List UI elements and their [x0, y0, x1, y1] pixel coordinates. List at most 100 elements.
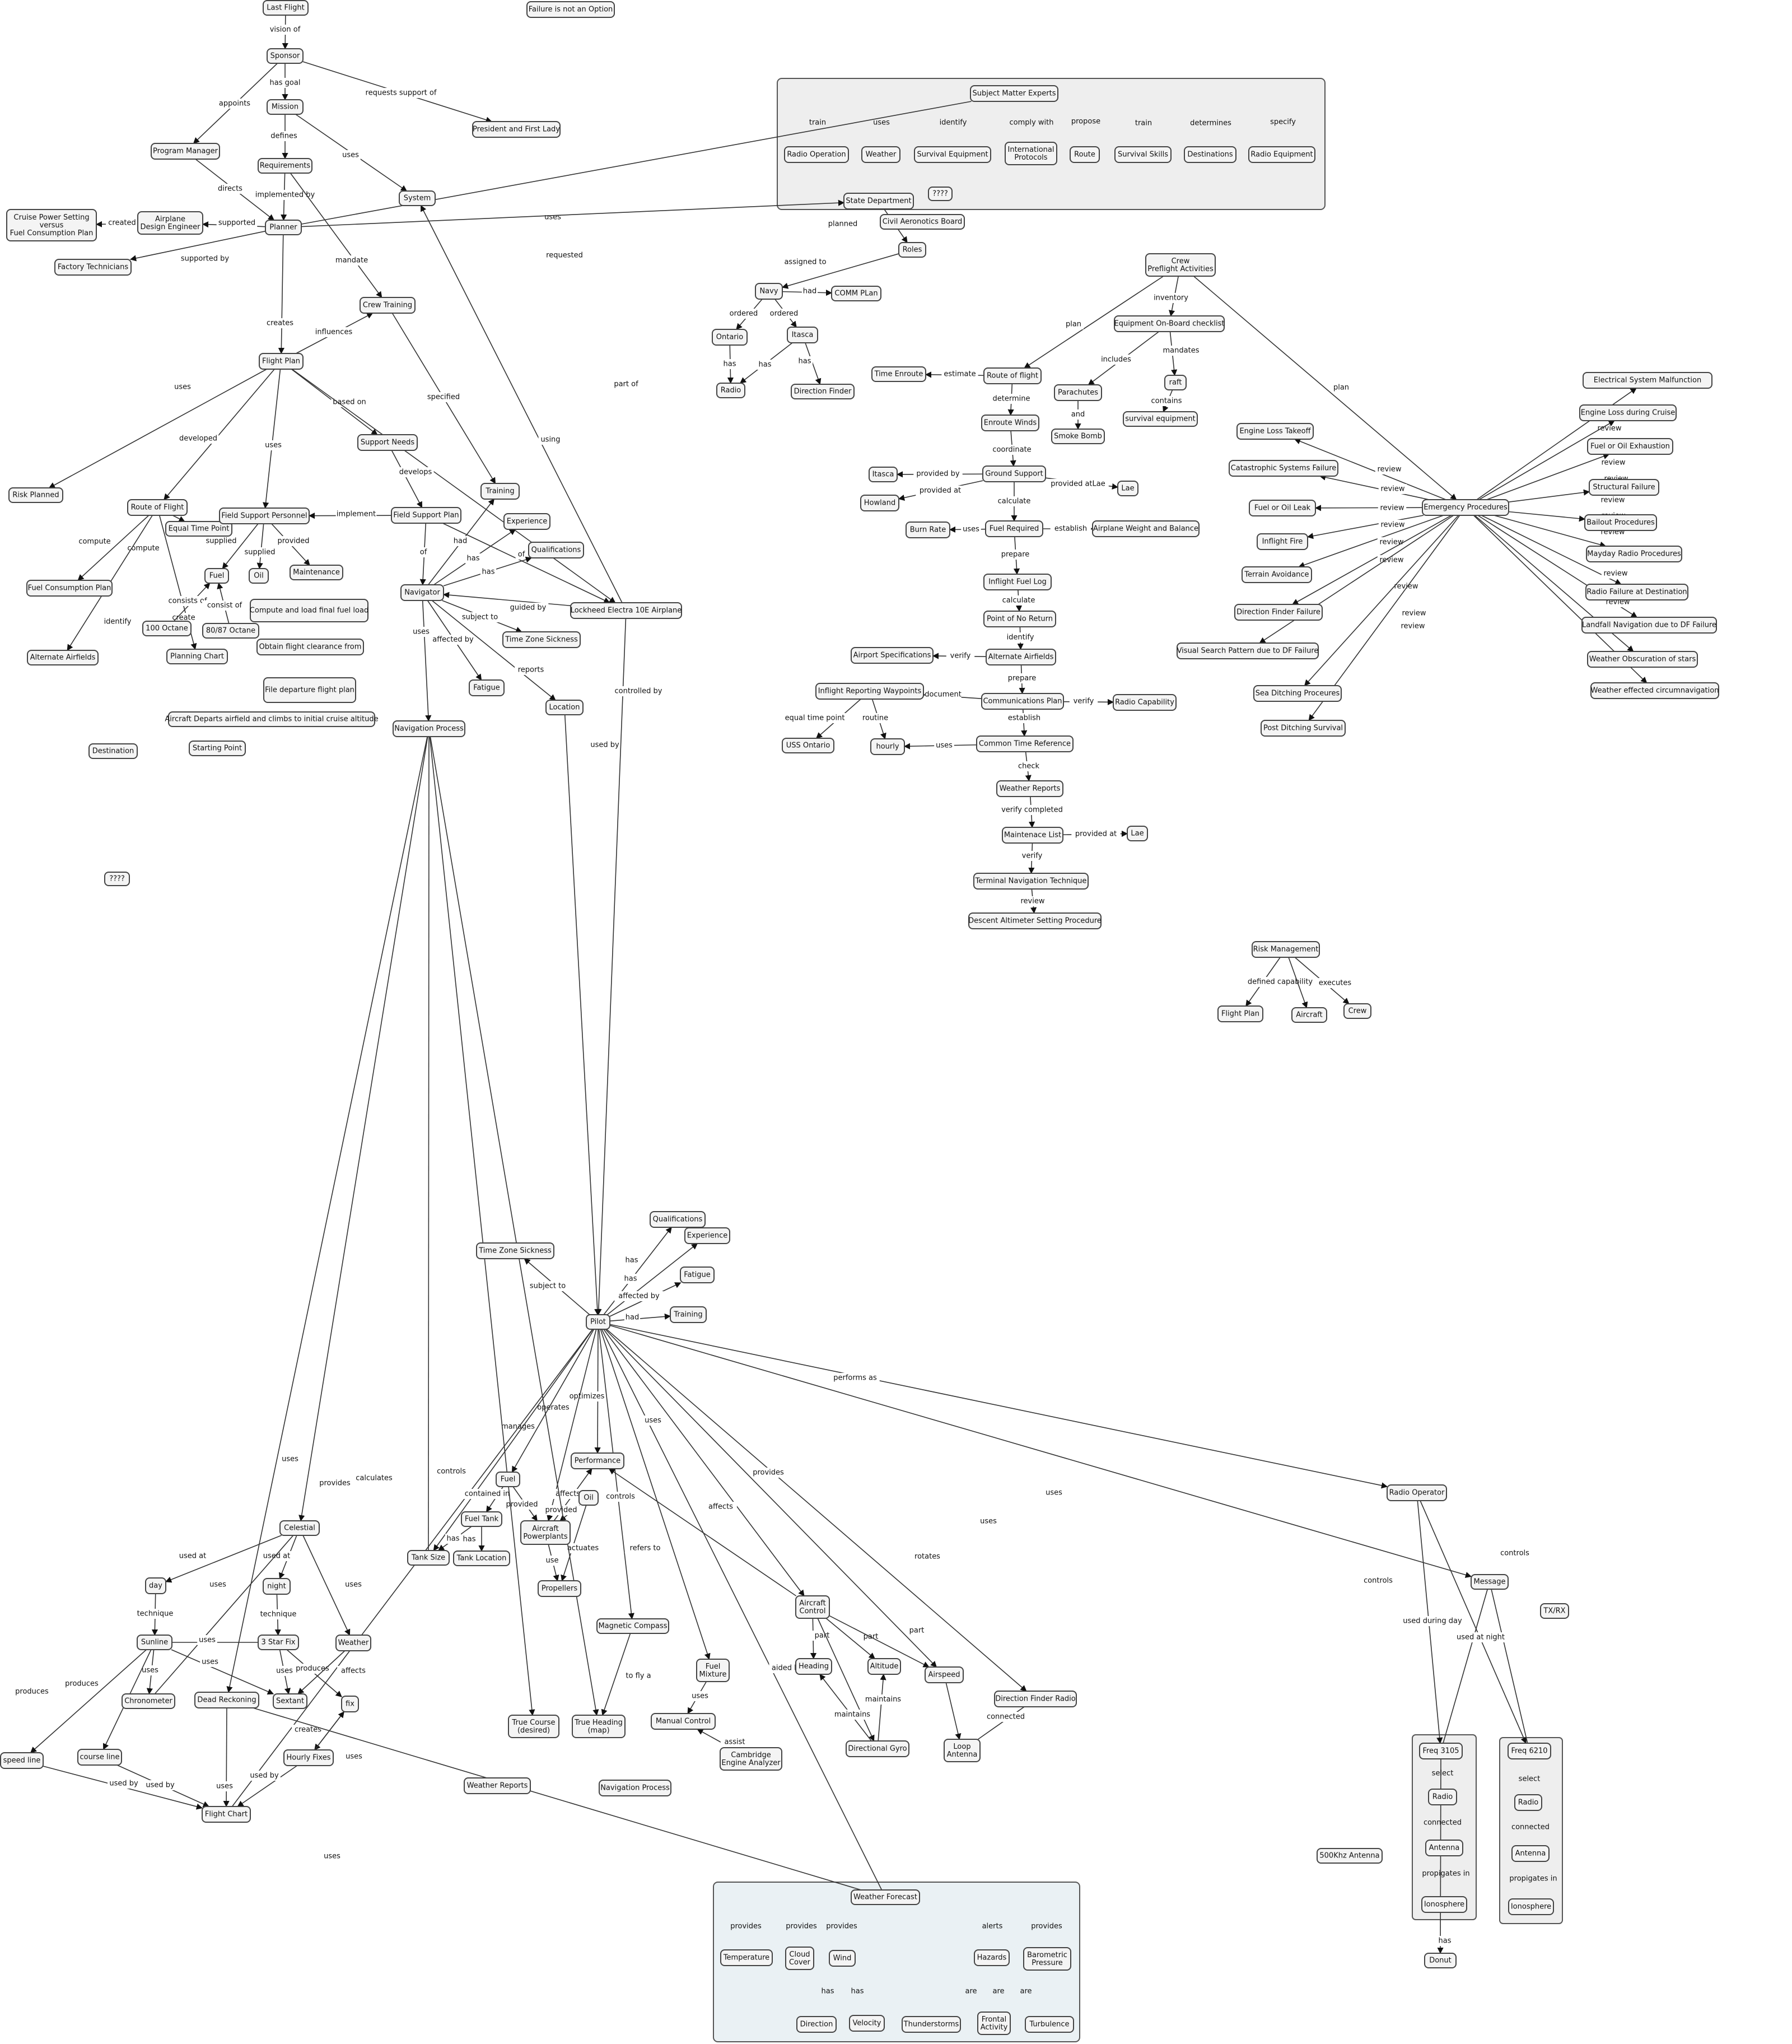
node-itasca-c[interactable]: Itasca [869, 467, 898, 482]
node-sponsor[interactable]: Sponsor [267, 48, 304, 64]
node-survival-skills[interactable]: Survival Skills [1114, 146, 1172, 163]
node-altitude[interactable]: Altitude [867, 1658, 901, 1675]
node-inflight-waypoints[interactable]: Inflight Reporting Waypoints [815, 683, 924, 700]
node-magnetic-compass[interactable]: Magnetic Compass [596, 1618, 669, 1634]
node-fuel-p[interactable]: Fuel [496, 1472, 520, 1487]
node-weather-g[interactable]: Weather [861, 146, 900, 163]
node-e-inflight-fire[interactable]: Inflight Fire [1257, 533, 1308, 550]
node-comm-plan-c[interactable]: Communications Plan [981, 693, 1064, 710]
node-compute-load[interactable]: Compute and load final fuel load [250, 599, 368, 622]
node-fatigue-p[interactable]: Fatigue [680, 1267, 715, 1283]
node-fatigue-n[interactable]: Fatigue [469, 679, 505, 696]
node-ionosphere-f2[interactable]: Ionosphere [1508, 1898, 1554, 1915]
node-support-needs[interactable]: Support Needs [357, 434, 418, 451]
node-burn-rate[interactable]: Burn Rate [906, 522, 950, 538]
node-airport-specs[interactable]: Airport Specifications [851, 647, 934, 664]
node-itasca-top[interactable]: Itasca [787, 327, 818, 343]
node-flight-chart[interactable]: Flight Chart [202, 1806, 251, 1823]
node-qualifications-p[interactable]: Qualifications [650, 1211, 706, 1228]
node-radio-f1[interactable]: Radio [1428, 1789, 1457, 1805]
node-fuel-l[interactable]: Fuel [204, 568, 229, 584]
node-thunderstorms[interactable]: Thunderstorms [902, 2016, 961, 2033]
node-day[interactable]: day [145, 1577, 166, 1594]
node-e-radio-failure[interactable]: Radio Failure at Destination [1585, 584, 1688, 600]
node-crew-r[interactable]: Crew [1343, 1003, 1371, 1019]
node-maintenance[interactable]: Maintenance [290, 565, 343, 580]
node-parachutes[interactable]: Parachutes [1054, 384, 1102, 401]
node-e-df-failure[interactable]: Direction Finder Failure [1234, 604, 1323, 621]
node-hazards[interactable]: Hazards [974, 1949, 1010, 1966]
node-radio-equipment[interactable]: Radio Equipment [1248, 146, 1315, 163]
node-weather-cel[interactable]: Weather [335, 1635, 371, 1651]
node-radio-capability[interactable]: Radio Capability [1113, 694, 1177, 711]
node-wind[interactable]: Wind [829, 1950, 856, 1967]
node-antenna500[interactable]: 500Khz Antenna [1317, 1848, 1383, 1864]
node-lae-c2[interactable]: Lae [1127, 826, 1148, 841]
node-df-radio[interactable]: Direction Finder Radio [994, 1691, 1077, 1707]
node-e-bailout[interactable]: Bailout Procedures [1584, 514, 1657, 531]
node-destinations-g[interactable]: Destinations [1184, 146, 1236, 163]
node-octane100[interactable]: 100 Octane [142, 621, 192, 636]
node-night[interactable]: night [263, 1578, 291, 1595]
node-aircraft-r[interactable]: Aircraft [1291, 1007, 1327, 1023]
node-course-line[interactable]: course line [77, 1749, 122, 1766]
node-tank-location[interactable]: Tank Location [453, 1551, 510, 1566]
node-flight-plan-r[interactable]: Flight Plan [1217, 1005, 1263, 1022]
node-true-heading[interactable]: True Heading(map) [572, 1715, 626, 1738]
node-temperature[interactable]: Temperature [720, 1949, 773, 1966]
node-point-no-return[interactable]: Point of No Return [983, 611, 1056, 627]
node-e-mayday[interactable]: Mayday Radio Procedures [1586, 546, 1682, 562]
node-qualifications-n[interactable]: Qualifications [528, 542, 584, 558]
node-e-engine-cruise[interactable]: Engine Loss during Cruise [1579, 404, 1677, 421]
node-raft[interactable]: raft [1164, 375, 1187, 390]
node-ionosphere-f1[interactable]: Ionosphere [1421, 1896, 1467, 1913]
node-equipment-checklist[interactable]: Equipment On-Board checklist [1114, 315, 1225, 332]
node-e-visual-search[interactable]: Visual Search Pattern due to DF Failure [1177, 642, 1319, 659]
node-state-dept[interactable]: State Department [843, 193, 914, 209]
node-field-support-personnel[interactable]: Field Support Personnel [219, 507, 310, 524]
node-risk-mgmt[interactable]: Risk Management [1252, 941, 1320, 958]
node-e-fuel-oil-exh[interactable]: Fuel or Oil Exhaustion [1587, 438, 1673, 455]
node-message[interactable]: Message [1471, 1574, 1509, 1590]
node-fix[interactable]: fix [341, 1696, 359, 1712]
node-president[interactable]: President and First Lady [472, 121, 561, 138]
node-celestial[interactable]: Celestial [279, 1520, 320, 1536]
node-route-g[interactable]: Route [1070, 146, 1100, 163]
node-velocity[interactable]: Velocity [849, 2015, 885, 2032]
node-lae-c[interactable]: Lae [1117, 481, 1138, 496]
node-time-zone-n[interactable]: Time Zone Sickness [502, 631, 581, 648]
node-risk-planned[interactable]: Risk Planned [8, 487, 63, 503]
node-civil-aero[interactable]: Civil Aeronotics Board [880, 214, 965, 230]
node-weather-reports-b[interactable]: Weather Reports [464, 1777, 531, 1794]
node-survival-equipment[interactable]: Survival Equipment [914, 146, 991, 163]
node-terminal-nav[interactable]: Terminal Navigation Technique [973, 873, 1089, 890]
node-direction-w[interactable]: Direction [796, 2016, 837, 2033]
node-airspeed[interactable]: Airspeed [925, 1666, 964, 1683]
node-alternate-airfields-l[interactable]: Alternate Airfields [27, 650, 99, 665]
node-last-flight[interactable]: Last Flight [263, 0, 309, 16]
node-time-zone-p[interactable]: Time Zone Sickness [476, 1242, 554, 1259]
node-freq3105[interactable]: Freq 3105 [1419, 1743, 1463, 1759]
node-survival-equipment-c[interactable]: survival equipment [1123, 411, 1198, 427]
node-enroute-winds[interactable]: Enroute Winds [981, 415, 1039, 431]
node-planner[interactable]: Planner [265, 220, 302, 235]
node-octane80[interactable]: 80/87 Octane [202, 623, 259, 639]
node-e-weather-circ[interactable]: Weather effected circumnavigation [1590, 682, 1719, 699]
node-e-engine-takeoff[interactable]: Engine Loss Takeoff [1236, 423, 1314, 440]
node-radio-top[interactable]: Radio [716, 383, 745, 398]
node-alternate-airfields-c[interactable]: Alternate Airfields [986, 649, 1056, 665]
node-descent-alt[interactable]: Descent Altimeter Setting Procedure [968, 912, 1102, 929]
node-emergency[interactable]: Emergency Procedures [1422, 499, 1509, 516]
node-radio-f2[interactable]: Radio [1514, 1794, 1542, 1811]
node-route-of-flight[interactable]: Route of Flight [127, 499, 188, 516]
node-aircraft-departs[interactable]: Aircraft Departs airfield and climbs to … [165, 711, 379, 727]
node-heading[interactable]: Heading [795, 1658, 832, 1675]
node-e-fuel-oil-leak[interactable]: Fuel or Oil Leak [1249, 500, 1316, 516]
